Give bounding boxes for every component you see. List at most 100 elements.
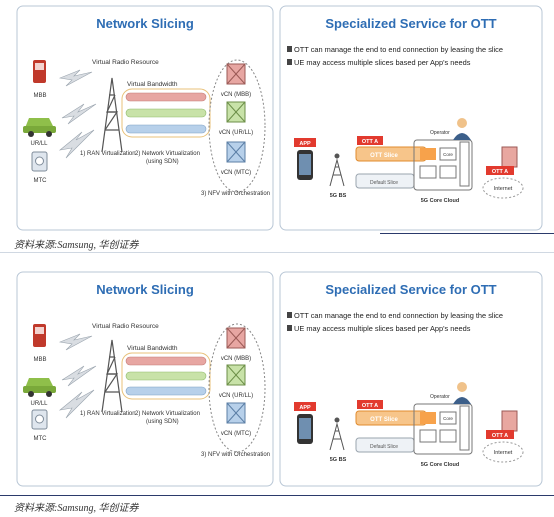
slide-bottom: Network Slicing MBB UR/LL MTC Virtual Ra… xyxy=(16,271,543,487)
network-virtualization-label: 2) Network Virtualization xyxy=(135,151,200,157)
vcn-mbb-server-icon xyxy=(226,63,246,85)
operator-person-icon xyxy=(453,382,471,404)
slice-pipes xyxy=(121,352,211,400)
radio-link-icons xyxy=(58,69,97,159)
virtual-radio-resource-label: Virtual Radio Resource xyxy=(92,323,159,330)
urll-label: UR/LL xyxy=(30,141,48,147)
ott-a-right-badge-label: OTT A xyxy=(492,433,508,439)
internet-label: Internet xyxy=(494,186,513,192)
vcn-urll-label: vCN (UR/LL) xyxy=(219,393,253,399)
ott-slice-label: OTT Slice xyxy=(370,153,398,159)
vcn-mtc-server-icon xyxy=(226,141,246,163)
ott-a-right-badge xyxy=(486,430,514,439)
internet-label: Internet xyxy=(494,450,513,456)
divider-bottom xyxy=(0,495,554,496)
vcn-mtc-label: vCN (MTC) xyxy=(221,170,251,176)
mtc-label: MTC xyxy=(34,178,48,184)
bullet-1-marker xyxy=(287,46,292,52)
core-cloud-label: 5G Core Cloud xyxy=(421,462,460,468)
base-station-label: 5G BS xyxy=(330,193,347,199)
bullet-2-marker xyxy=(287,59,292,65)
nfv-orchestration-label: 3) NFV with Orchestration xyxy=(201,191,270,197)
internet-cloud xyxy=(482,441,524,463)
vcn-urll-server-icon xyxy=(226,101,246,123)
app-badge-label: APP xyxy=(299,405,311,411)
mbb-phone-icon xyxy=(33,60,46,83)
core-cloud xyxy=(208,323,266,453)
mbb-phone-icon xyxy=(33,324,46,347)
operator-person-icon xyxy=(453,118,471,140)
vcn-mtc-server-icon xyxy=(226,402,246,424)
bullet-1-marker xyxy=(287,312,292,318)
ott-slice-label: OTT Slice xyxy=(370,417,398,423)
base-station-icon xyxy=(329,417,345,451)
vcn-mtc-label: vCN (MTC) xyxy=(221,431,251,437)
virtual-radio-resource-label: Virtual Radio Resource xyxy=(92,59,159,66)
mtc-meter-icon xyxy=(31,409,48,430)
mbb-label: MBB xyxy=(33,357,46,363)
smartphone-icon xyxy=(297,414,313,444)
network-virtualization-label: 2) Network Virtualization xyxy=(135,411,200,417)
internet-cloud xyxy=(482,177,524,199)
ott-a-badge-label: OTT A xyxy=(362,403,378,409)
vcn-mbb-label: vCN (MBB) xyxy=(221,92,251,98)
bullet-1: OTT can manage the end to end connection… xyxy=(294,45,503,54)
core-cloud-core-label: Core xyxy=(443,152,453,157)
ott-server-icon xyxy=(501,146,518,168)
core-cloud-box xyxy=(413,139,473,191)
default-slice-label: Default Slice xyxy=(370,444,398,450)
ott-a-badge-label: OTT A xyxy=(362,139,378,145)
divider-top xyxy=(380,233,554,234)
app-badge-label: APP xyxy=(299,141,311,147)
vcn-mbb-server-icon xyxy=(226,327,246,349)
network-virtualization-sdn-label: (using SDN) xyxy=(146,159,179,165)
operator-label: Operator xyxy=(430,130,450,136)
radio-tower-icon xyxy=(101,77,123,153)
core-cloud-core-label: Core xyxy=(443,416,453,421)
network-slicing-title: Network Slicing xyxy=(96,282,194,297)
virtual-bandwidth-label: Virtual Bandwidth xyxy=(127,81,178,88)
ott-a-badge xyxy=(357,136,383,145)
network-slicing-panel xyxy=(16,5,274,231)
nfv-orchestration-label: 3) NFV with Orchestration xyxy=(201,452,270,458)
source-caption-top: 资料来源:Samsung, 华创证券 xyxy=(14,240,139,251)
urll-label: UR/LL xyxy=(30,401,48,407)
network-slicing-title: Network Slicing xyxy=(96,16,194,31)
default-slice-label: Default Slice xyxy=(370,180,398,186)
mtc-meter-icon xyxy=(31,151,48,172)
radio-tower-icon xyxy=(101,339,123,413)
car-icon xyxy=(23,378,56,397)
vcn-urll-server-icon xyxy=(226,364,246,386)
slice-pipes xyxy=(121,88,211,138)
mbb-label: MBB xyxy=(33,93,46,99)
core-cloud-label: 5G Core Cloud xyxy=(421,198,460,204)
core-cloud-box xyxy=(413,403,473,455)
app-badge xyxy=(294,402,316,411)
vcn-urll-label: vCN (UR/LL) xyxy=(219,130,253,136)
ott-service-title: Specialized Service for OTT xyxy=(325,282,496,297)
bullet-2: UE may access multiple slices based per … xyxy=(294,58,471,67)
slide-top: Network Slicing MBB UR/LL MTC Virtual Ra… xyxy=(16,5,543,231)
smartphone-icon xyxy=(297,150,313,180)
ott-service-title: Specialized Service for OTT xyxy=(325,16,496,31)
network-virtualization-sdn-label: (using SDN) xyxy=(146,419,179,425)
ott-a-right-badge xyxy=(486,166,514,175)
ran-virtualization-label: 1) RAN Virtualization xyxy=(80,411,136,417)
operator-label: Operator xyxy=(430,394,450,400)
source-caption-bottom: 资料来源:Samsung, 华创证券 xyxy=(14,503,139,514)
ott-a-right-badge-label: OTT A xyxy=(492,169,508,175)
bullet-2: UE may access multiple slices based per … xyxy=(294,324,471,333)
divider-mid xyxy=(0,252,554,253)
mtc-label: MTC xyxy=(34,436,48,442)
virtual-bandwidth-label: Virtual Bandwidth xyxy=(127,345,178,352)
core-cloud xyxy=(208,59,266,193)
ott-service-panel xyxy=(279,271,543,487)
ott-a-badge xyxy=(357,400,383,409)
ott-server-icon xyxy=(501,410,518,432)
base-station-label: 5G BS xyxy=(330,457,347,463)
app-badge xyxy=(294,138,316,147)
radio-link-icons xyxy=(58,333,97,419)
ran-virtualization-label: 1) RAN Virtualization xyxy=(80,151,136,157)
bullet-2-marker xyxy=(287,325,292,331)
vcn-mbb-label: vCN (MBB) xyxy=(221,356,251,362)
